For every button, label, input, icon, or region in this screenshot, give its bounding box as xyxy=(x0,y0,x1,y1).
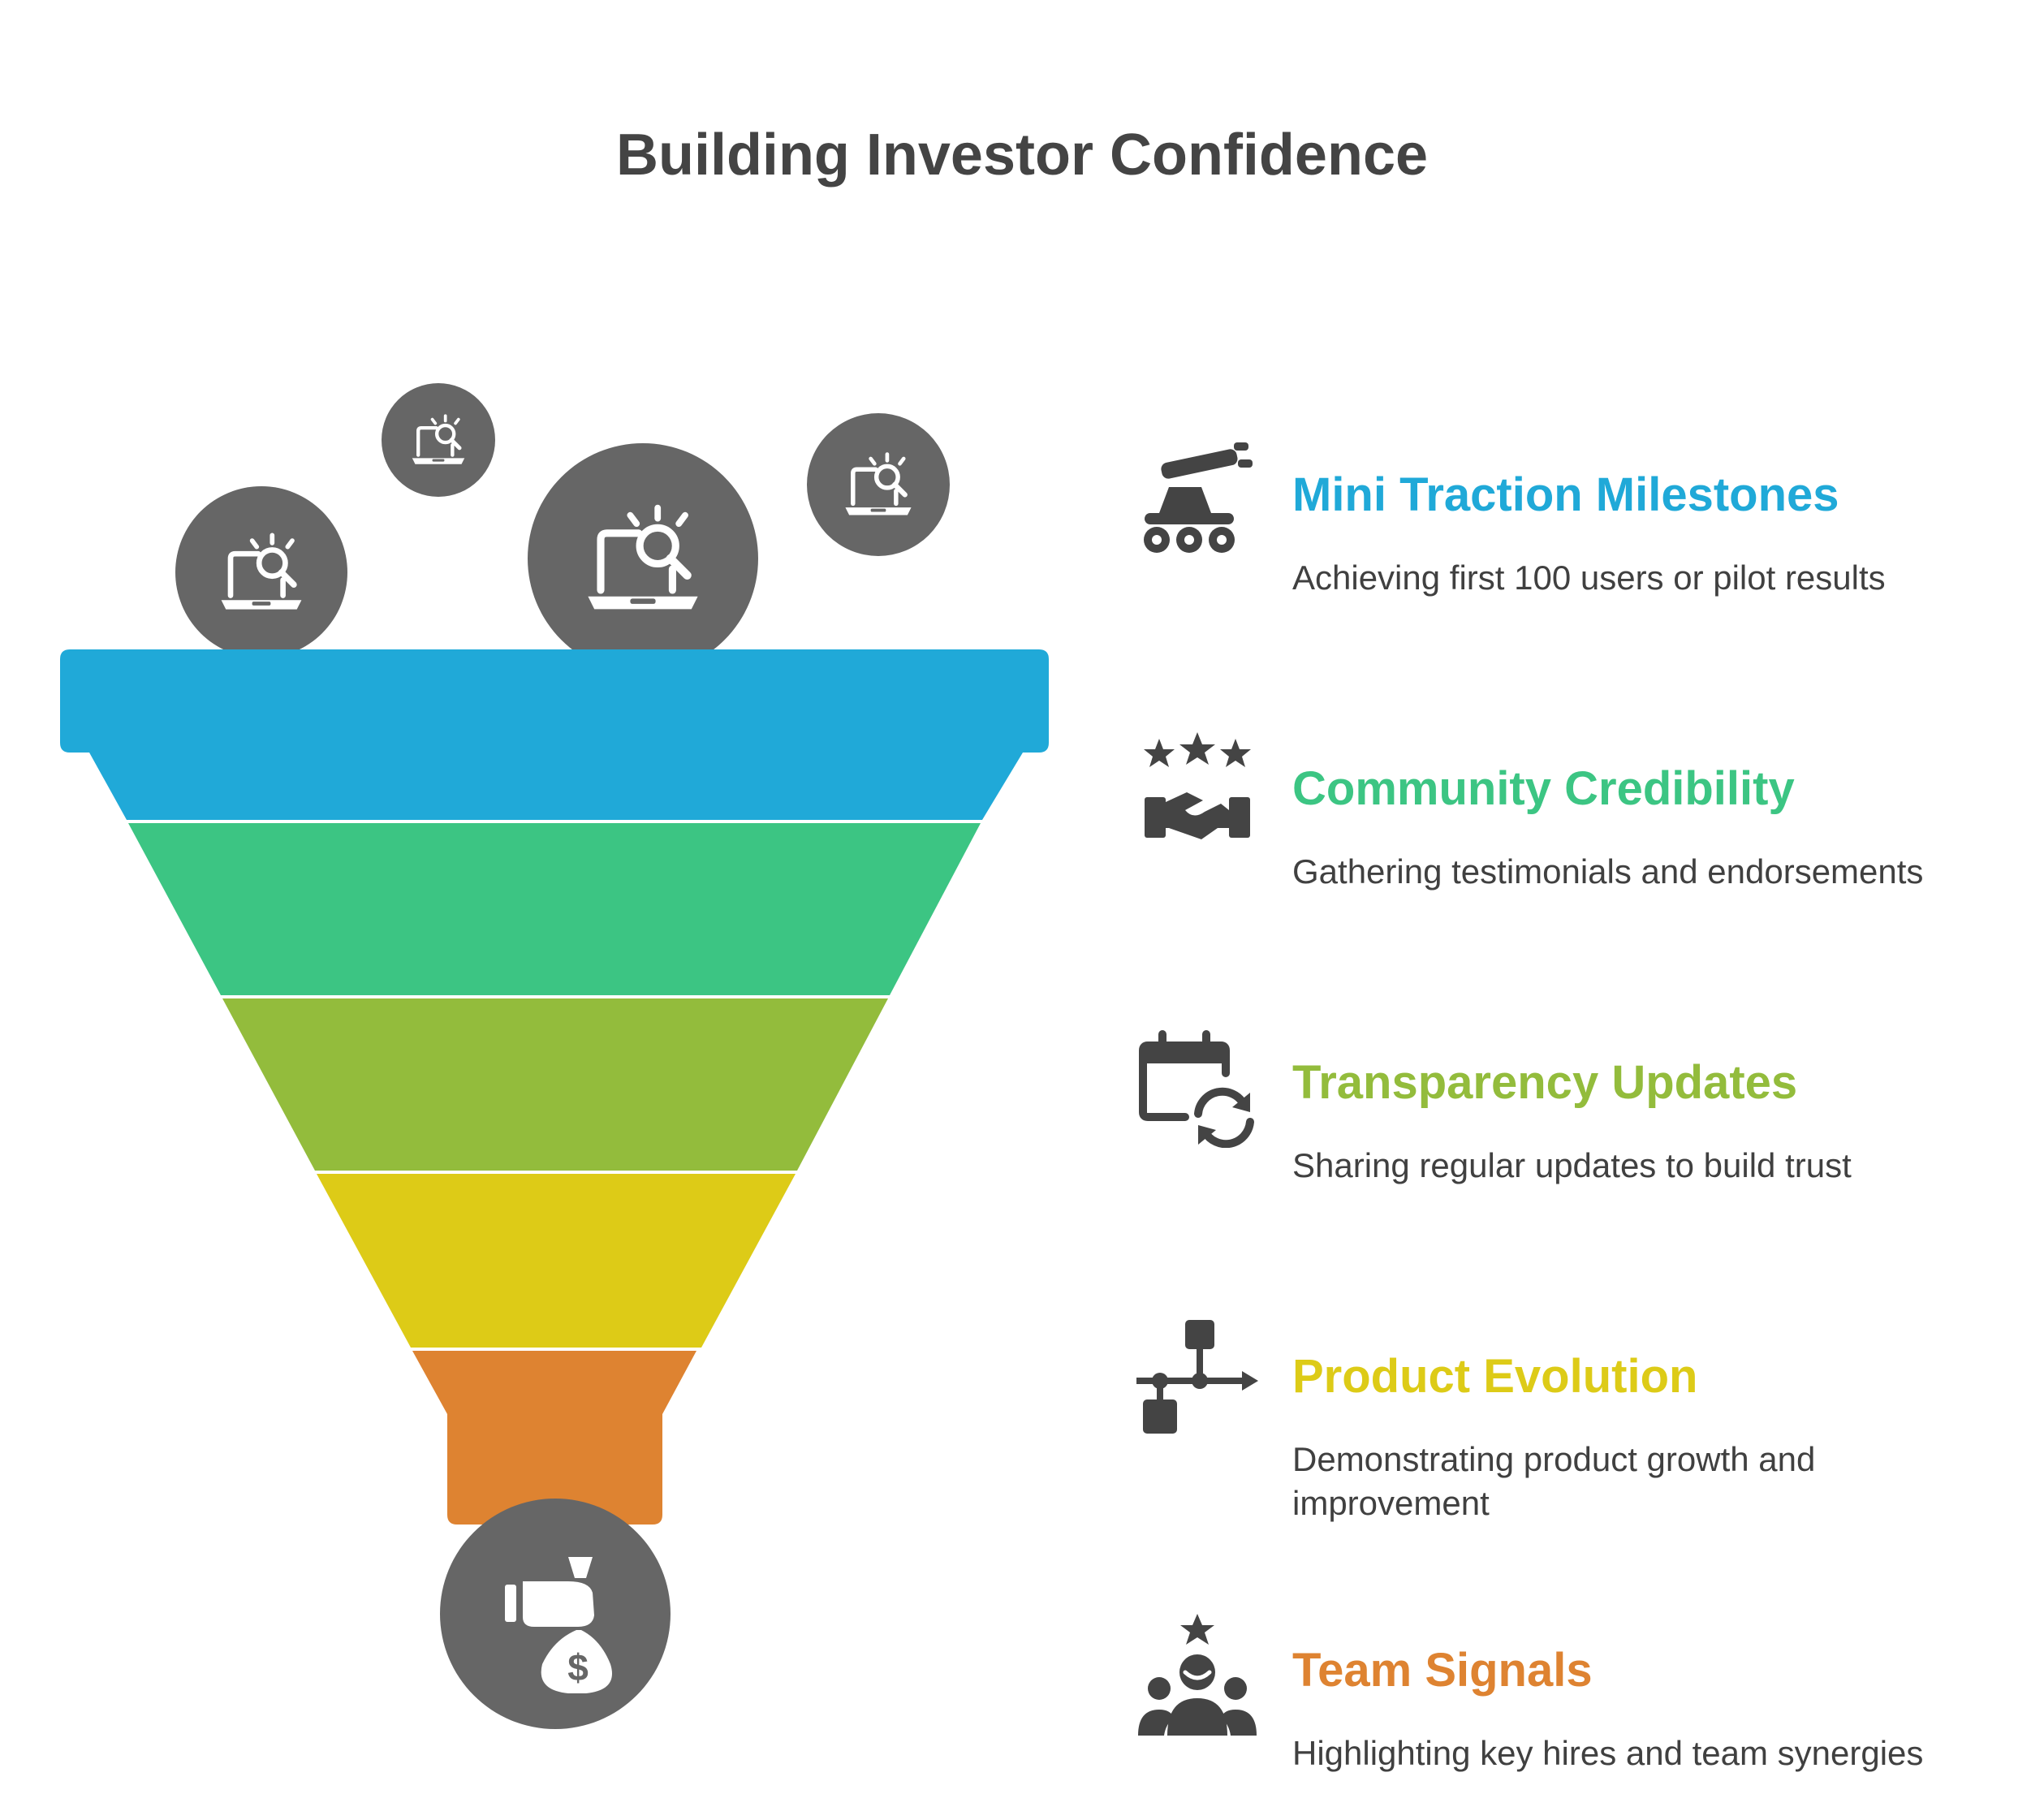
laptop-search-icon xyxy=(807,413,950,556)
funnel-layer-2 xyxy=(128,823,981,995)
rover-robot-icon xyxy=(1144,442,1253,553)
stage-description: Achieving first 100 users or pilot resul… xyxy=(1292,558,1886,597)
stage-heading: Transparency Updates xyxy=(1292,1056,1798,1109)
stage-heading: Team Signals xyxy=(1292,1644,1593,1697)
funnel-layer-4 xyxy=(317,1174,796,1348)
funnel-layer-5 xyxy=(412,1351,696,1525)
stage-heading: Community Credibility xyxy=(1292,762,1795,815)
funnel-layer-3 xyxy=(222,998,888,1171)
stage-description: Highlighting key hires and team synergie… xyxy=(1292,1734,1924,1772)
stage-heading: Product Evolution xyxy=(1292,1350,1698,1403)
handshake-stars-icon xyxy=(1144,732,1251,839)
stage-description: Gathering testimonials and endorsements xyxy=(1292,852,1924,891)
svg-text:$: $ xyxy=(567,1646,589,1688)
page-title: Building Investor Confidence xyxy=(615,123,1429,188)
flowchart-icon xyxy=(1136,1320,1258,1434)
money-bag-hand-icon: $ xyxy=(440,1499,671,1729)
laptop-search-icon xyxy=(382,383,495,497)
calendar-refresh-icon xyxy=(1139,1030,1254,1148)
team-star-icon xyxy=(1138,1614,1257,1736)
stage-description: Demonstrating product growth and improve… xyxy=(1292,1440,1816,1522)
funnel-diagram: $ xyxy=(60,383,1049,1729)
stage-heading: Mini Traction Milestones xyxy=(1292,468,1839,521)
stage-description: Sharing regular updates to build trust xyxy=(1292,1146,1852,1184)
laptop-search-icon xyxy=(528,443,758,674)
funnel-layer-1 xyxy=(60,649,1049,820)
laptop-search-icon xyxy=(175,486,347,658)
